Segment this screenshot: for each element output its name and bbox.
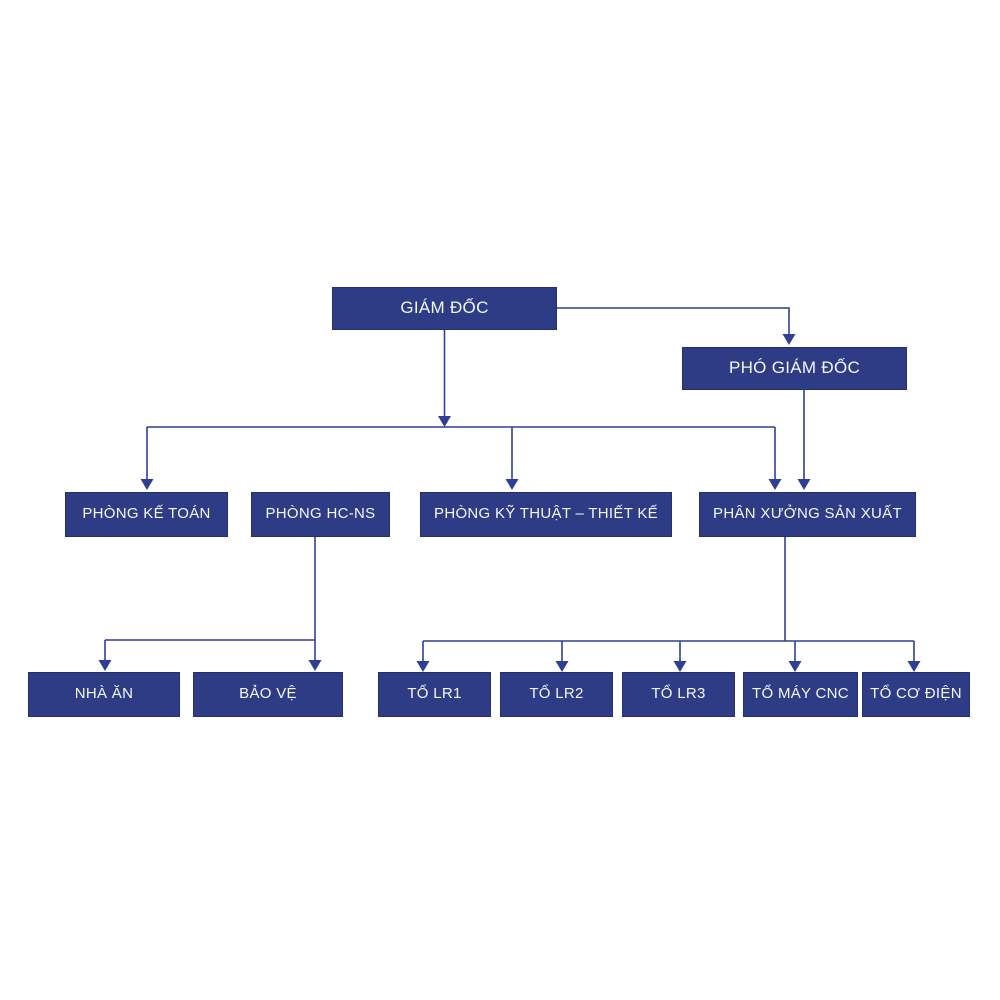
node-to-lr2-label: TỔ LR2	[529, 685, 584, 703]
node-phan-xuong-san-xuat: PHÂN XƯỞNG SẢN XUẤT	[699, 492, 916, 537]
node-to-lr2: TỔ LR2	[500, 672, 613, 717]
node-to-may-cnc: TỔ MÁY CNC	[743, 672, 858, 717]
node-phong-ky-thuat-thiet-ke: PHÒNG KỸ THUẬT – THIẾT KẾ	[420, 492, 672, 537]
node-bao-ve: BẢO VỆ	[193, 672, 343, 717]
node-to-lr3-label: TỔ LR3	[651, 685, 706, 703]
node-phong-ky-thuat-thiet-ke-label: PHÒNG KỸ THUẬT – THIẾT KẾ	[434, 505, 658, 523]
node-nha-an-label: NHÀ ĂN	[74, 685, 134, 703]
node-pho-giam-doc-label: PHÓ GIÁM ĐỐC	[728, 358, 861, 378]
node-to-lr1-label: TỔ LR1	[407, 685, 462, 703]
node-to-co-dien: TỔ CƠ ĐIỆN	[862, 672, 970, 717]
node-phong-ke-toan: PHÒNG KẾ TOÁN	[65, 492, 228, 537]
node-to-lr3: TỔ LR3	[622, 672, 735, 717]
connector-arrowheads	[98, 334, 921, 672]
node-pho-giam-doc: PHÓ GIÁM ĐỐC	[682, 347, 907, 390]
node-phan-xuong-san-xuat-label: PHÂN XƯỞNG SẢN XUẤT	[713, 505, 902, 523]
node-to-may-cnc-label: TỔ MÁY CNC	[752, 685, 849, 703]
node-to-co-dien-label: TỔ CƠ ĐIỆN	[870, 685, 962, 703]
node-phong-ke-toan-label: PHÒNG KẾ TOÁN	[82, 505, 211, 523]
node-giam-doc: GIÁM ĐỐC	[332, 287, 557, 330]
node-phong-hc-ns-label: PHÒNG HC-NS	[265, 505, 376, 523]
node-phong-hc-ns: PHÒNG HC-NS	[251, 492, 390, 537]
node-giam-doc-label: GIÁM ĐỐC	[400, 298, 489, 318]
node-bao-ve-label: BẢO VỆ	[239, 685, 297, 703]
node-to-lr1: TỔ LR1	[378, 672, 491, 717]
node-nha-an: NHÀ ĂN	[28, 672, 180, 717]
connector-lines	[104, 307, 915, 661]
